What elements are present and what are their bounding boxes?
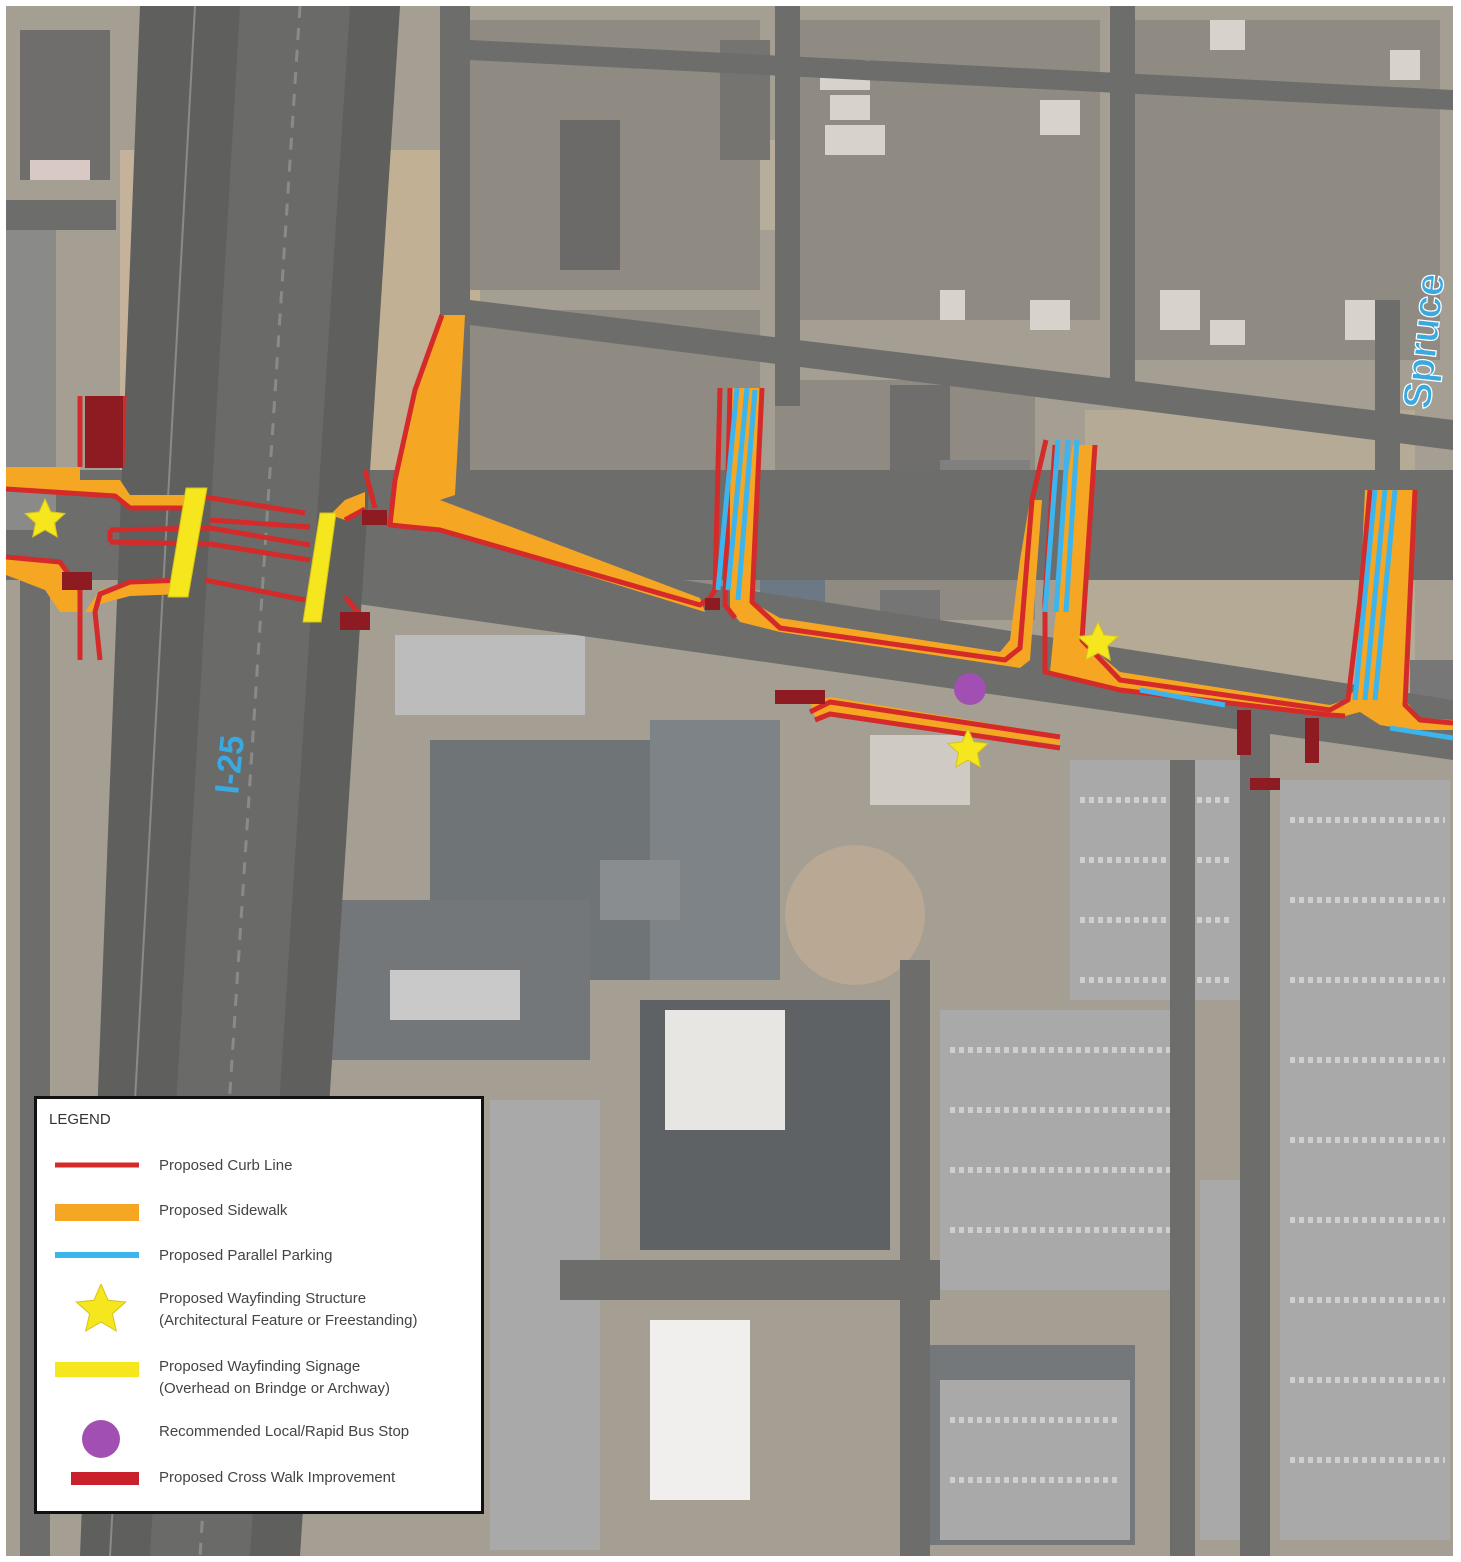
legend-label-structure: Proposed Wayfinding Structure (Architectu… xyxy=(159,1288,417,1332)
parking-rows xyxy=(950,797,1445,1483)
legend-symbol-signage xyxy=(53,1356,143,1385)
bus-stop-marker[interactable] xyxy=(954,673,986,705)
street-label-spruce: Spruce xyxy=(1395,271,1453,410)
wayfinding-structure-star[interactable] xyxy=(1076,620,1120,661)
street-label-i25: I-25 xyxy=(208,734,252,796)
wayfinding-structures xyxy=(23,497,1120,768)
legend-symbol-busstop xyxy=(53,1419,143,1464)
legend-symbol-parking xyxy=(53,1247,143,1276)
wayfinding-structure-star[interactable] xyxy=(946,727,990,768)
legend-label-line: Proposed Wayfinding Structure xyxy=(159,1290,367,1307)
legend-label-line: (Overhead on Brindge or Archway) xyxy=(159,1380,390,1397)
proposed-parallel-parking xyxy=(715,387,1453,741)
legend-label-crosswalk: Proposed Cross Walk Improvement xyxy=(159,1467,395,1489)
legend-label-line: Proposed Wayfinding Signage xyxy=(159,1358,361,1375)
wayfinding-structure-star[interactable] xyxy=(23,497,67,538)
legend-label-line: Proposed Sidewalk xyxy=(159,1202,288,1219)
legend-label-line: Proposed Cross Walk Improvement xyxy=(159,1469,396,1486)
legend-title: LEGEND xyxy=(49,1111,111,1128)
legend-label-sidewalk: Proposed Sidewalk xyxy=(159,1200,287,1222)
legend-label-line: Recommended Local/Rapid Bus Stop xyxy=(159,1423,410,1440)
proposed-crosswalks xyxy=(62,396,1319,790)
legend-label-signage: Proposed Wayfinding Signage (Overhead on … xyxy=(159,1356,390,1400)
legend-symbol-structure xyxy=(53,1282,143,1339)
proposed-wayfinding-signage xyxy=(167,487,337,623)
legend-label-line: Proposed Curb Line xyxy=(159,1157,293,1174)
building xyxy=(20,30,110,180)
building xyxy=(30,160,90,180)
legend-label-busstop: Recommended Local/Rapid Bus Stop xyxy=(159,1421,409,1443)
legend-label-parking: Proposed Parallel Parking xyxy=(159,1245,332,1267)
building xyxy=(560,120,620,270)
legend-label-line: Proposed Parallel Parking xyxy=(159,1247,333,1264)
legend-symbol-sidewalk xyxy=(53,1202,143,1231)
legend-label-curb: Proposed Curb Line xyxy=(159,1155,292,1177)
legend-symbol-curb xyxy=(53,1157,143,1186)
legend-symbol-crosswalk xyxy=(53,1467,143,1496)
legend-label-line: (Architectural Feature or Freestanding) xyxy=(159,1312,418,1329)
